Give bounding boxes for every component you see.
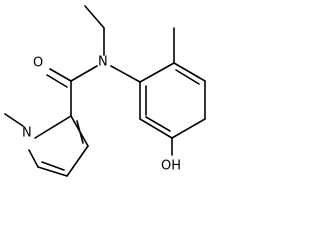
atom-nitrogen-pyrrole: N — [22, 126, 32, 141]
bond-pyrrole-c3-c4 — [66, 145, 89, 177]
atom-nitrogen-amide: N — [98, 55, 108, 70]
bond-pyrrole-inner-2 — [41, 161, 65, 171]
bond-ring-c2-c3 — [173, 62, 206, 82]
bond-ring-inner-2 — [145, 116, 171, 132]
bond-ring-c1-c2 — [139, 62, 175, 83]
structure-canvas: O N N OH — [4, 5, 206, 177]
bond-n-aryl — [110, 65, 141, 83]
bond-carbonyl-c-n — [70, 65, 98, 82]
molecule-structure: O N N OH — [4, 5, 206, 177]
atom-hydroxyl: OH — [161, 159, 181, 174]
bond-carbonyl-c-o-1 — [49, 68, 72, 82]
bond-ring-c5-c6 — [139, 118, 173, 139]
bond-pyrrole-c5-n — [28, 149, 39, 168]
bond-ring-c4-c5 — [171, 118, 206, 139]
bond-ring-inner-1 — [175, 69, 200, 85]
atom-oxygen-carbonyl: O — [33, 56, 43, 71]
bond-pyrrole-n-c2 — [34, 115, 72, 139]
bond-ethyl-ch3-ch2 — [84, 5, 105, 29]
bond-pyrrole-c4-c5 — [37, 166, 68, 177]
bond-pyrrole-n-methyl — [4, 113, 24, 127]
bond-pyrrole-inner-1 — [76, 120, 84, 144]
bond-carbonyl-c-o-2 — [46, 74, 68, 88]
